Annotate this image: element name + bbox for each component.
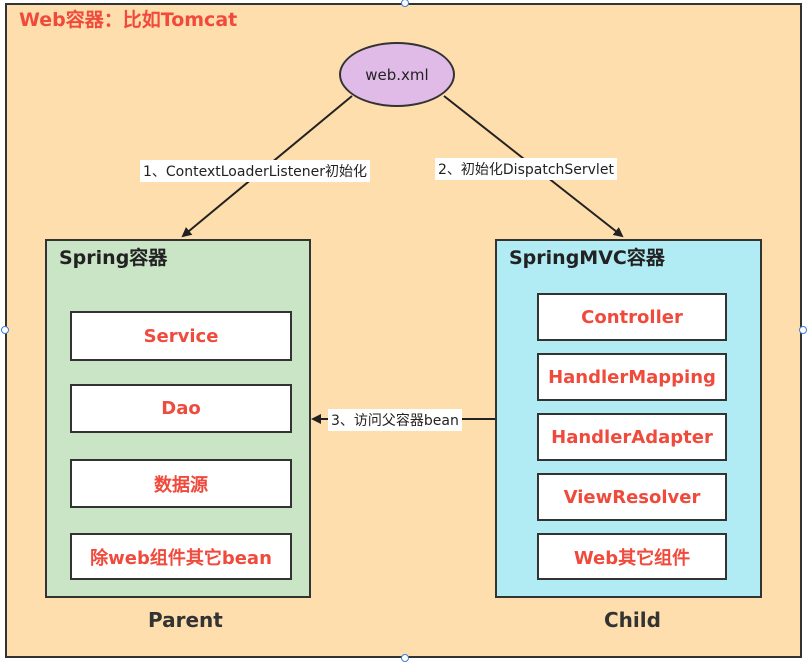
edge-label-dispatch-servlet: 2、初始化DispatchServlet [435,158,617,180]
mvc-item-view-resolver[interactable]: ViewResolver [537,473,727,521]
resize-handle-bottom[interactable] [401,654,409,662]
web-xml-node[interactable]: web.xml [339,42,455,107]
spring-item-datasource[interactable]: 数据源 [70,459,292,508]
mvc-item-handler-adapter[interactable]: HandlerAdapter [537,413,727,461]
spring-container-title: Spring容器 [59,247,168,269]
mvc-item-web-components[interactable]: Web其它组件 [537,533,727,580]
springmvc-container-title: SpringMVC容器 [509,247,665,269]
resize-handle-left[interactable] [1,326,9,334]
diagram-title: Web容器：比如Tomcat [19,9,238,31]
spring-item-dao[interactable]: Dao [70,384,292,433]
child-label: Child [604,608,661,632]
spring-item-other-beans[interactable]: 除web组件其它bean [70,533,292,580]
spring-item-service[interactable]: Service [70,311,292,361]
mvc-item-controller[interactable]: Controller [537,293,727,341]
web-xml-label: web.xml [365,65,429,84]
edge-label-context-loader: 1、ContextLoaderListener初始化 [140,160,371,182]
resize-handle-right[interactable] [799,326,807,334]
parent-label: Parent [148,608,223,632]
resize-handle-top[interactable] [401,0,409,7]
mvc-item-handler-mapping[interactable]: HandlerMapping [537,353,727,401]
edge-label-access-parent-bean: 3、访问父容器bean [328,409,462,431]
